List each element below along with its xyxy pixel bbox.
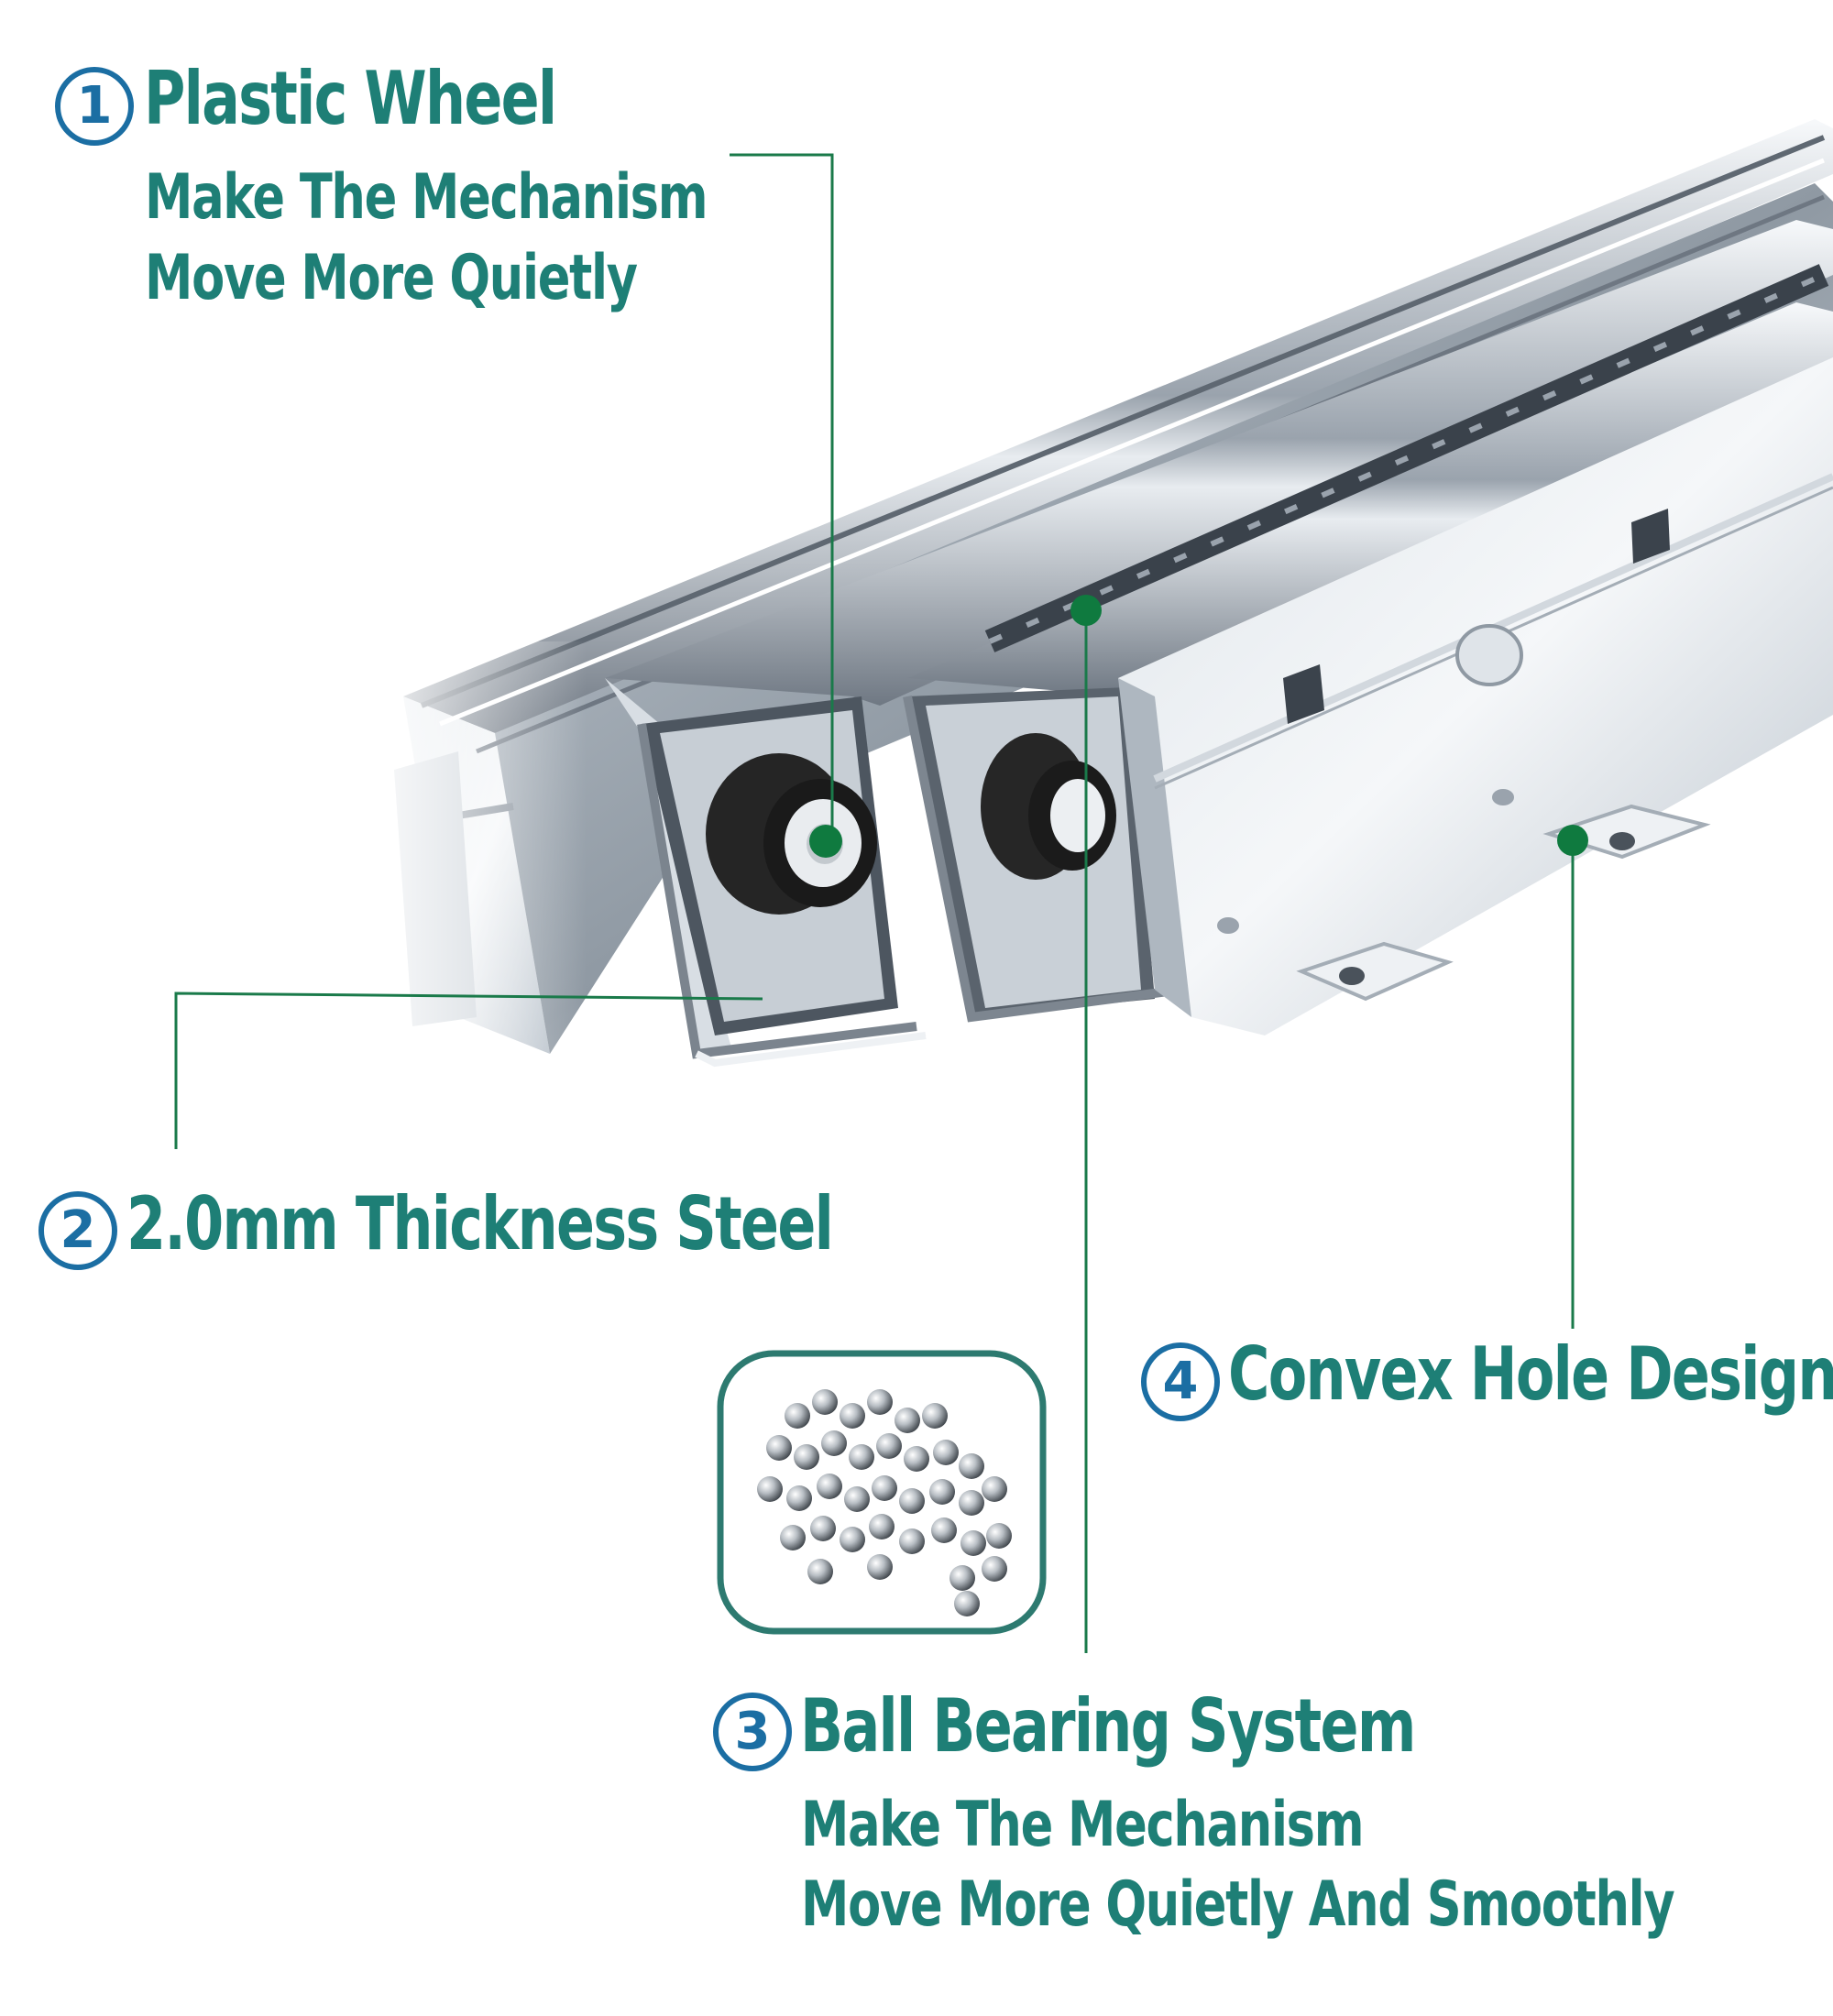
- marker-dot-1: [809, 825, 842, 858]
- feature-1-line-2: Move More Quietly: [145, 242, 638, 314]
- feature-4-number-badge: 4: [1141, 1342, 1220, 1421]
- feature-4-title: Convex Hole Design: [1228, 1331, 1833, 1417]
- feature-1-number-badge: 1: [55, 67, 134, 146]
- leader-line-2: [174, 992, 763, 1149]
- marker-dot-4: [1557, 825, 1588, 856]
- inner-member: [1118, 357, 1833, 1035]
- marker-dot-3: [1070, 595, 1102, 626]
- feature-3-number-badge: 3: [713, 1693, 792, 1771]
- feature-1-title: Plastic Wheel: [144, 56, 557, 141]
- wheel-channel: [605, 220, 1833, 1068]
- feature-2-title: 2.0mm Thickness Steel: [126, 1181, 834, 1266]
- leader-lines: [174, 153, 1575, 1653]
- feature-2-number-badge: 2: [38, 1191, 117, 1270]
- feature-3-line-1: Make The Mechanism: [801, 1789, 1365, 1861]
- leader-line-1: [730, 153, 834, 841]
- ball-bearings-inset: [717, 1350, 1047, 1635]
- feature-1-line-1: Make The Mechanism: [145, 161, 708, 234]
- feature-3-line-2: Move More Quietly And Smoothly: [801, 1868, 1675, 1941]
- feature-3-title: Ball Bearing System: [800, 1683, 1416, 1769]
